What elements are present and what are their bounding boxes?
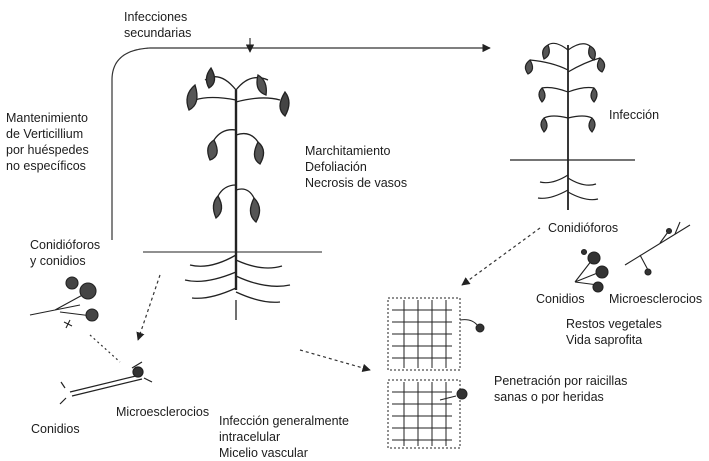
- infection-label: Infección: [609, 107, 659, 123]
- conidiophores-left-drawing: [30, 277, 98, 328]
- plant-debris-label: Restos vegetales Vida saprofita: [566, 316, 662, 348]
- cycle-arrows: [90, 38, 540, 370]
- infected-plant-right: [510, 43, 635, 210]
- general-infection-label: Infección generalmente intracelular Mice…: [219, 413, 349, 461]
- arrow-plant-to-microsclerotia: [138, 275, 160, 340]
- root-tissue-section-top: [388, 298, 484, 370]
- conidiophores-left-label: Conidióforos y conidios: [30, 237, 100, 269]
- root-tissue-section-bottom: [388, 380, 467, 448]
- central-plant: [143, 68, 322, 320]
- secondary-infections-label: Infecciones secundarias: [124, 9, 191, 41]
- arrow-conidia-to-penetration: [462, 228, 540, 285]
- arrow-plant-to-roots: [300, 350, 370, 370]
- conidia-right-label: Conidios: [536, 291, 585, 307]
- microsclerotia-right-drawing: [625, 222, 690, 275]
- microsclerotia-left-label: Microesclerocios: [116, 404, 209, 420]
- conidia-left-label: Conidios: [31, 421, 80, 437]
- conidiophores-right-label: Conidióforos: [548, 220, 618, 236]
- conidiophores-right-drawing: [575, 250, 608, 293]
- secondary-infection-arc: [112, 48, 490, 240]
- arrow-left-conidia-to-microsclerotia: [90, 335, 120, 362]
- maintenance-label: Mantenimiento de Verticillium por huéspe…: [6, 110, 89, 174]
- wilting-label: Marchitamiento Defoliación Necrosis de v…: [305, 143, 407, 191]
- microsclerotia-left-drawing: [60, 362, 152, 404]
- penetration-label: Penetración por raicillas sanas o por he…: [494, 373, 627, 405]
- microsclerotia-right-label: Microesclerocios: [609, 291, 702, 307]
